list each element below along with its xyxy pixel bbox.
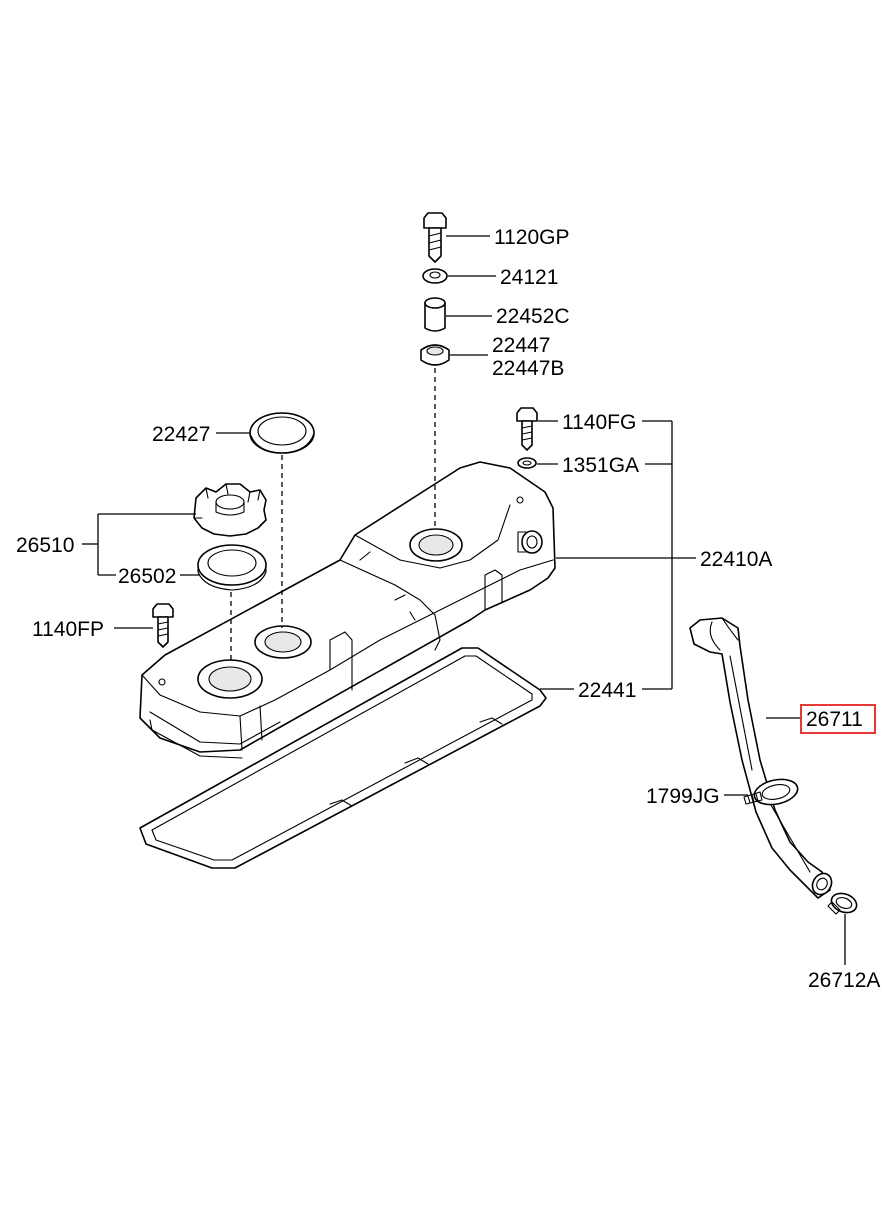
- label-22447: 22447: [492, 334, 550, 357]
- label-26502: 26502: [118, 565, 176, 588]
- label-1140FP: 1140FP: [32, 618, 104, 641]
- plug-22427-icon: [249, 412, 315, 454]
- assembly-lines: [230, 368, 436, 662]
- label-22447B: 22447B: [492, 357, 564, 380]
- label-22441: 22441: [578, 679, 636, 702]
- label-26712A: 26712A: [808, 969, 880, 992]
- label-1140FG: 1140FG: [562, 411, 636, 434]
- washer-1351GA-icon: [517, 457, 537, 469]
- rocker-cover-gasket: [139, 647, 547, 869]
- rocker-cover: [139, 461, 556, 759]
- clamp-1799JG-icon: [743, 778, 799, 806]
- leader-lines: [82, 235, 846, 965]
- label-1120GP: 1120GP: [494, 226, 570, 249]
- label-1799JG: 1799JG: [646, 785, 720, 808]
- hose-clamp-26712A-icon: [827, 892, 858, 915]
- washer-24121-icon: [422, 268, 448, 284]
- label-26510: 26510: [16, 534, 74, 557]
- seal-26502-icon: [197, 544, 267, 591]
- breather-hose-26711-icon: [689, 617, 833, 899]
- part-labels: 1120GP 24121 22452C 22447 22447B 1140FG …: [16, 226, 880, 992]
- bolt-1140FP-icon: [152, 603, 174, 648]
- bolt-1120GP-icon: [423, 212, 447, 263]
- label-22410A: 22410A: [700, 548, 772, 571]
- label-26711: 26711: [806, 708, 863, 731]
- label-22452C: 22452C: [496, 305, 570, 328]
- oil-filler-cap-26510-icon: [193, 483, 267, 537]
- grommet-22447-icon: [420, 344, 450, 366]
- sleeve-22452C-icon: [424, 297, 446, 332]
- label-1351GA: 1351GA: [562, 454, 639, 477]
- highlighted-part-box: [800, 704, 876, 734]
- label-22427: 22427: [152, 423, 210, 446]
- bolt-1140FG-icon: [516, 407, 538, 451]
- label-24121: 24121: [500, 266, 558, 289]
